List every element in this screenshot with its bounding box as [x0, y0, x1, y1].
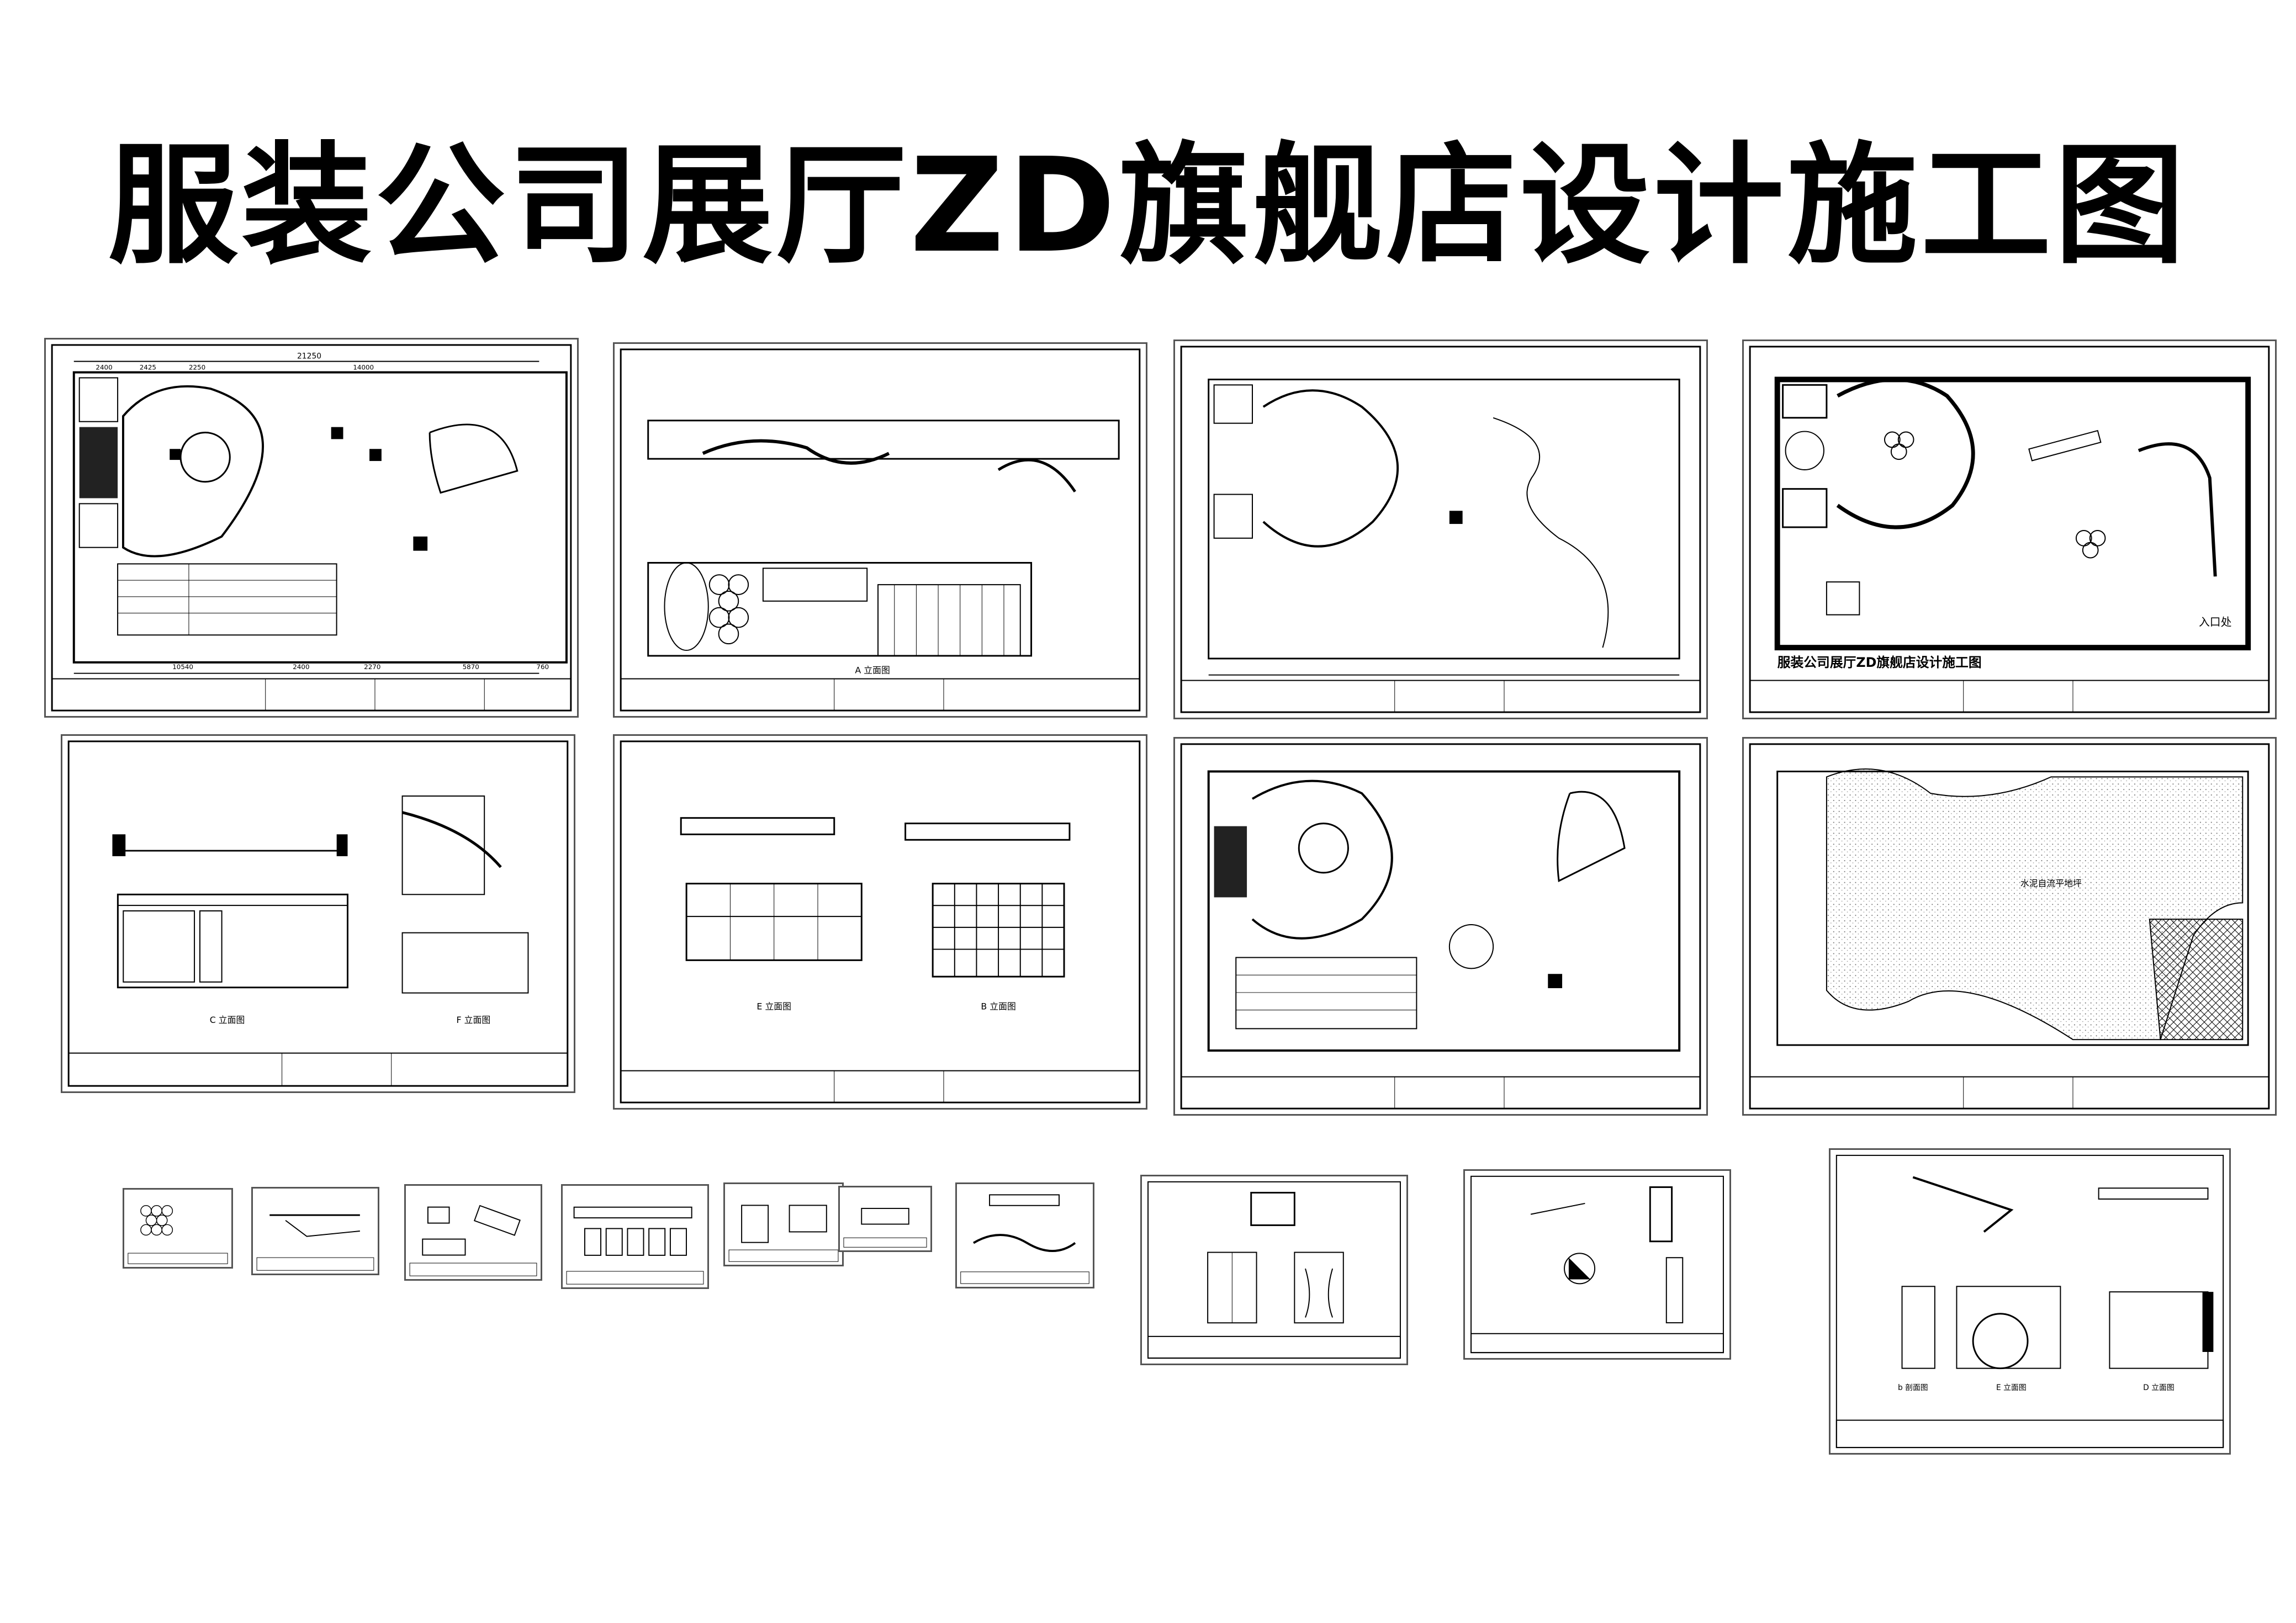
- elevation-a-drawing: A 立面图: [620, 348, 1141, 712]
- sheet-elevation-a[interactable]: A 立面图: [613, 342, 1147, 718]
- ceiling-plan-drawing-2: [1180, 743, 1701, 1110]
- furniture-plan-drawing: 服装公司展厅ZD旗舰店设计施工图 入口处: [1749, 346, 2270, 713]
- detail-drawing-4: [566, 1206, 704, 1285]
- detail-sheet-2[interactable]: [251, 1187, 379, 1275]
- elevation-d-caption: D 立面图: [2143, 1383, 2175, 1392]
- sheet-floor-finish-plan[interactable]: 水泥自流平地坪: [1742, 737, 2277, 1116]
- door-elevation-drawing: [1147, 1181, 1401, 1359]
- detail-drawing-5: [728, 1205, 839, 1262]
- entrance-label: 入口处: [2199, 616, 2232, 628]
- detail-sheet-4[interactable]: [561, 1184, 709, 1289]
- sheet-elevation-b-e-d[interactable]: b 剖面图 E 立面图 D 立面图: [1829, 1148, 2231, 1455]
- dim-a1: 2400: [96, 364, 112, 372]
- dim-b3: 2270: [364, 663, 380, 671]
- detail-sheet-5[interactable]: [723, 1182, 844, 1266]
- dim-b1: 10540: [172, 663, 193, 671]
- sheet-elevation-e-b[interactable]: E 立面图 B 立面图: [613, 734, 1147, 1110]
- detail-drawing-6: [843, 1208, 927, 1248]
- dim-total: 21250: [297, 352, 321, 361]
- floor-note: 水泥自流平地坪: [2020, 878, 2082, 889]
- elevation-e-caption: E 立面图: [756, 1001, 791, 1012]
- detail-sheet-6[interactable]: [838, 1186, 932, 1252]
- dim-a3: 2250: [189, 364, 205, 372]
- elevation-e2-caption: E 立面图: [1996, 1383, 2027, 1392]
- inner-sheet-title: 服装公司展厅ZD旗舰店设计施工图: [1777, 655, 1982, 670]
- elevation-c-caption: C 立面图: [210, 1015, 245, 1025]
- elevation-a-caption: A 立面图: [855, 665, 890, 676]
- dim-a2: 2425: [140, 364, 156, 372]
- detail-drawing-7: [960, 1194, 1089, 1284]
- detail-drawing-3: [409, 1205, 537, 1276]
- elevation-c-f-drawing: C 立面图 F 立面图: [67, 740, 569, 1087]
- dim-a4: 14000: [353, 364, 374, 372]
- sheet-floor-plan-outline[interactable]: [1173, 340, 1708, 719]
- elevation-e-b-drawing: E 立面图 B 立面图: [620, 740, 1141, 1104]
- elevation-f-caption: F 立面图: [457, 1015, 491, 1025]
- dim-b4: 5870: [463, 663, 479, 671]
- detail-drawing-1: [128, 1205, 228, 1264]
- dim-b2: 2400: [293, 663, 309, 671]
- floor-plan-outline-drawing: [1180, 346, 1701, 713]
- elevation-b-caption: B 立面图: [981, 1001, 1015, 1012]
- sheet-ceiling-plan-1[interactable]: 21250 2400 2425 2250 14000 10540 2400 22…: [44, 338, 579, 718]
- sheet-door-elevation[interactable]: [1140, 1175, 1408, 1365]
- sheet-ceiling-plan-2[interactable]: [1173, 737, 1708, 1116]
- section-detail-drawing: [1470, 1175, 1724, 1354]
- detail-sheet-3[interactable]: [404, 1184, 542, 1281]
- sheet-furniture-plan[interactable]: 服装公司展厅ZD旗舰店设计施工图 入口处: [1742, 340, 2277, 719]
- floor-finish-plan-drawing: 水泥自流平地坪: [1749, 743, 2270, 1110]
- sheet-section-detail[interactable]: [1463, 1169, 1731, 1360]
- detail-drawing-2: [256, 1214, 374, 1271]
- dim-b5: 760: [536, 663, 549, 671]
- sheet-elevation-c-f[interactable]: C 立面图 F 立面图: [61, 734, 575, 1093]
- drawing-set-title: 服装公司展厅ZD旗舰店设计施工图: [108, 130, 2188, 282]
- elevation-b-e-d-drawing: b 剖面图 E 立面图 D 立面图: [1835, 1154, 2224, 1449]
- section-b-caption: b 剖面图: [1898, 1383, 1928, 1392]
- detail-sheet-1[interactable]: [123, 1188, 233, 1269]
- detail-sheet-7[interactable]: [955, 1182, 1094, 1288]
- ceiling-plan-drawing-1: 21250 2400 2425 2250 14000 10540 2400 22…: [51, 344, 572, 712]
